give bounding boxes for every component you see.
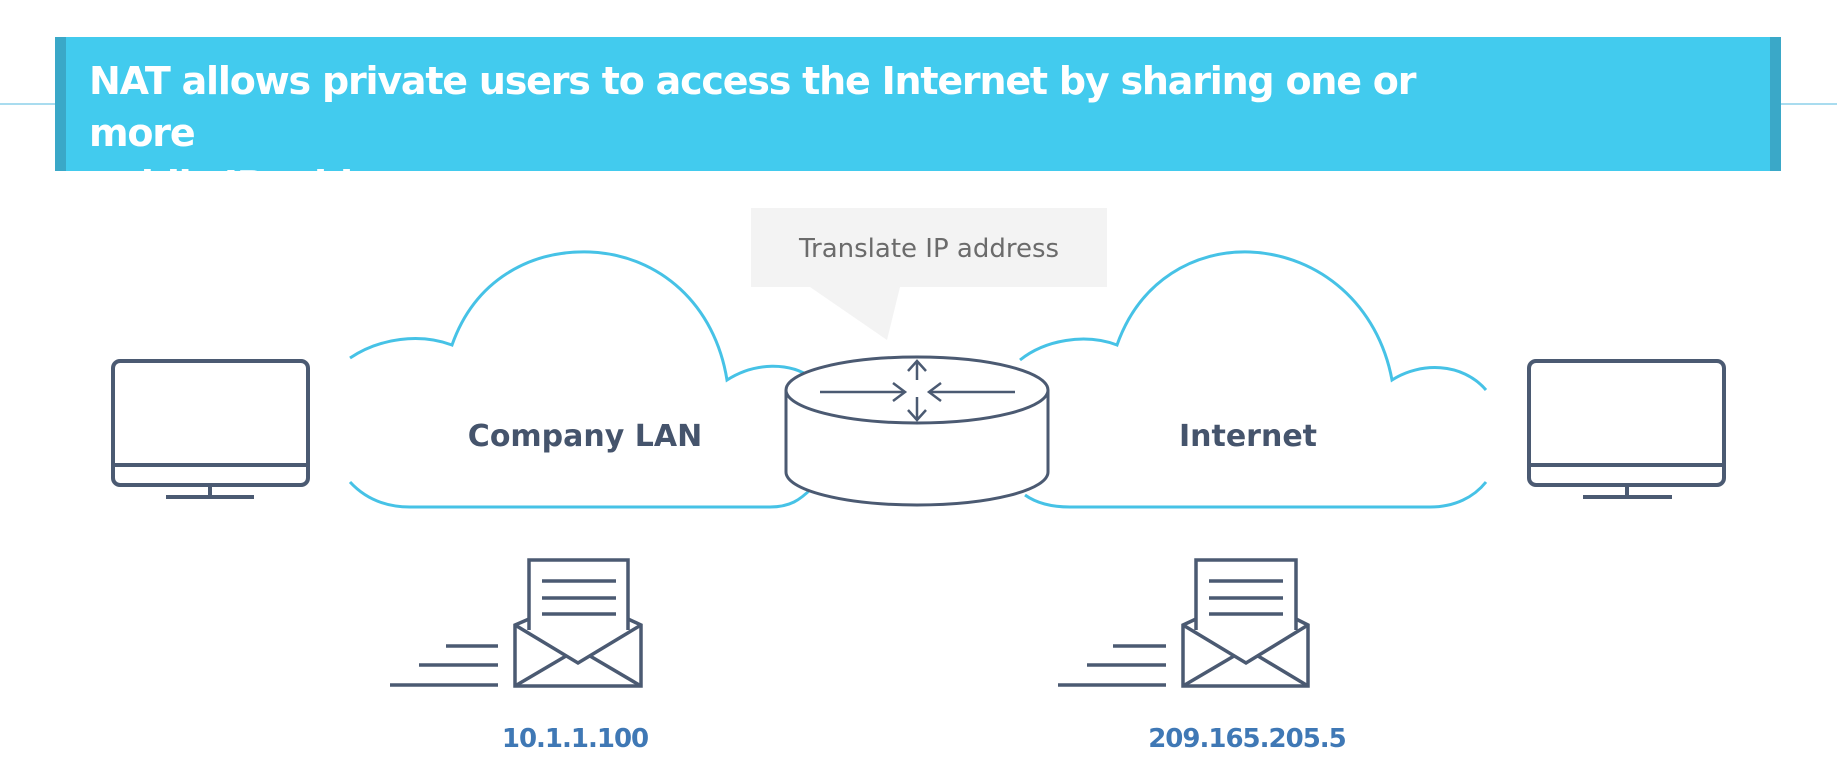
cloud-label-internet: Internet xyxy=(1179,419,1317,454)
cloud-label-company-lan: Company LAN xyxy=(468,419,702,454)
cloud-outline-left xyxy=(348,250,814,509)
router-arrows-icon xyxy=(820,359,1015,422)
banner-title-line-2: public IP addresses. xyxy=(89,163,497,207)
cloud-internet: Internet xyxy=(1019,250,1488,509)
banner-title-line-1: NAT allows private users to access the I… xyxy=(89,59,1416,155)
title-banner: NAT allows private users to access the I… xyxy=(55,37,1781,207)
inside-address: 10.1.1.100 xyxy=(502,724,648,754)
router-top xyxy=(784,355,1050,425)
monitor-icon-left xyxy=(111,359,310,499)
cloud-company-lan: Company LAN xyxy=(348,250,814,509)
outside-address: 209.165.205.5 xyxy=(1148,724,1346,754)
callout-bubble xyxy=(751,208,1107,340)
envelope-icon-right xyxy=(1058,558,1310,688)
nat-router-icon xyxy=(784,355,1050,507)
cloud-outline-right xyxy=(1019,250,1488,509)
header-rule-right xyxy=(1781,103,1837,105)
banner-edge-left xyxy=(55,37,66,171)
header-rule-left xyxy=(0,103,56,105)
callout-text: Translate IP address xyxy=(798,234,1059,264)
banner-edge-right xyxy=(1770,37,1781,171)
envelope-icon-left xyxy=(390,558,643,688)
callout: Translate IP address xyxy=(751,208,1107,340)
monitor-icon-right xyxy=(1527,359,1726,499)
banner-title: NAT allows private users to access the I… xyxy=(89,55,1489,211)
